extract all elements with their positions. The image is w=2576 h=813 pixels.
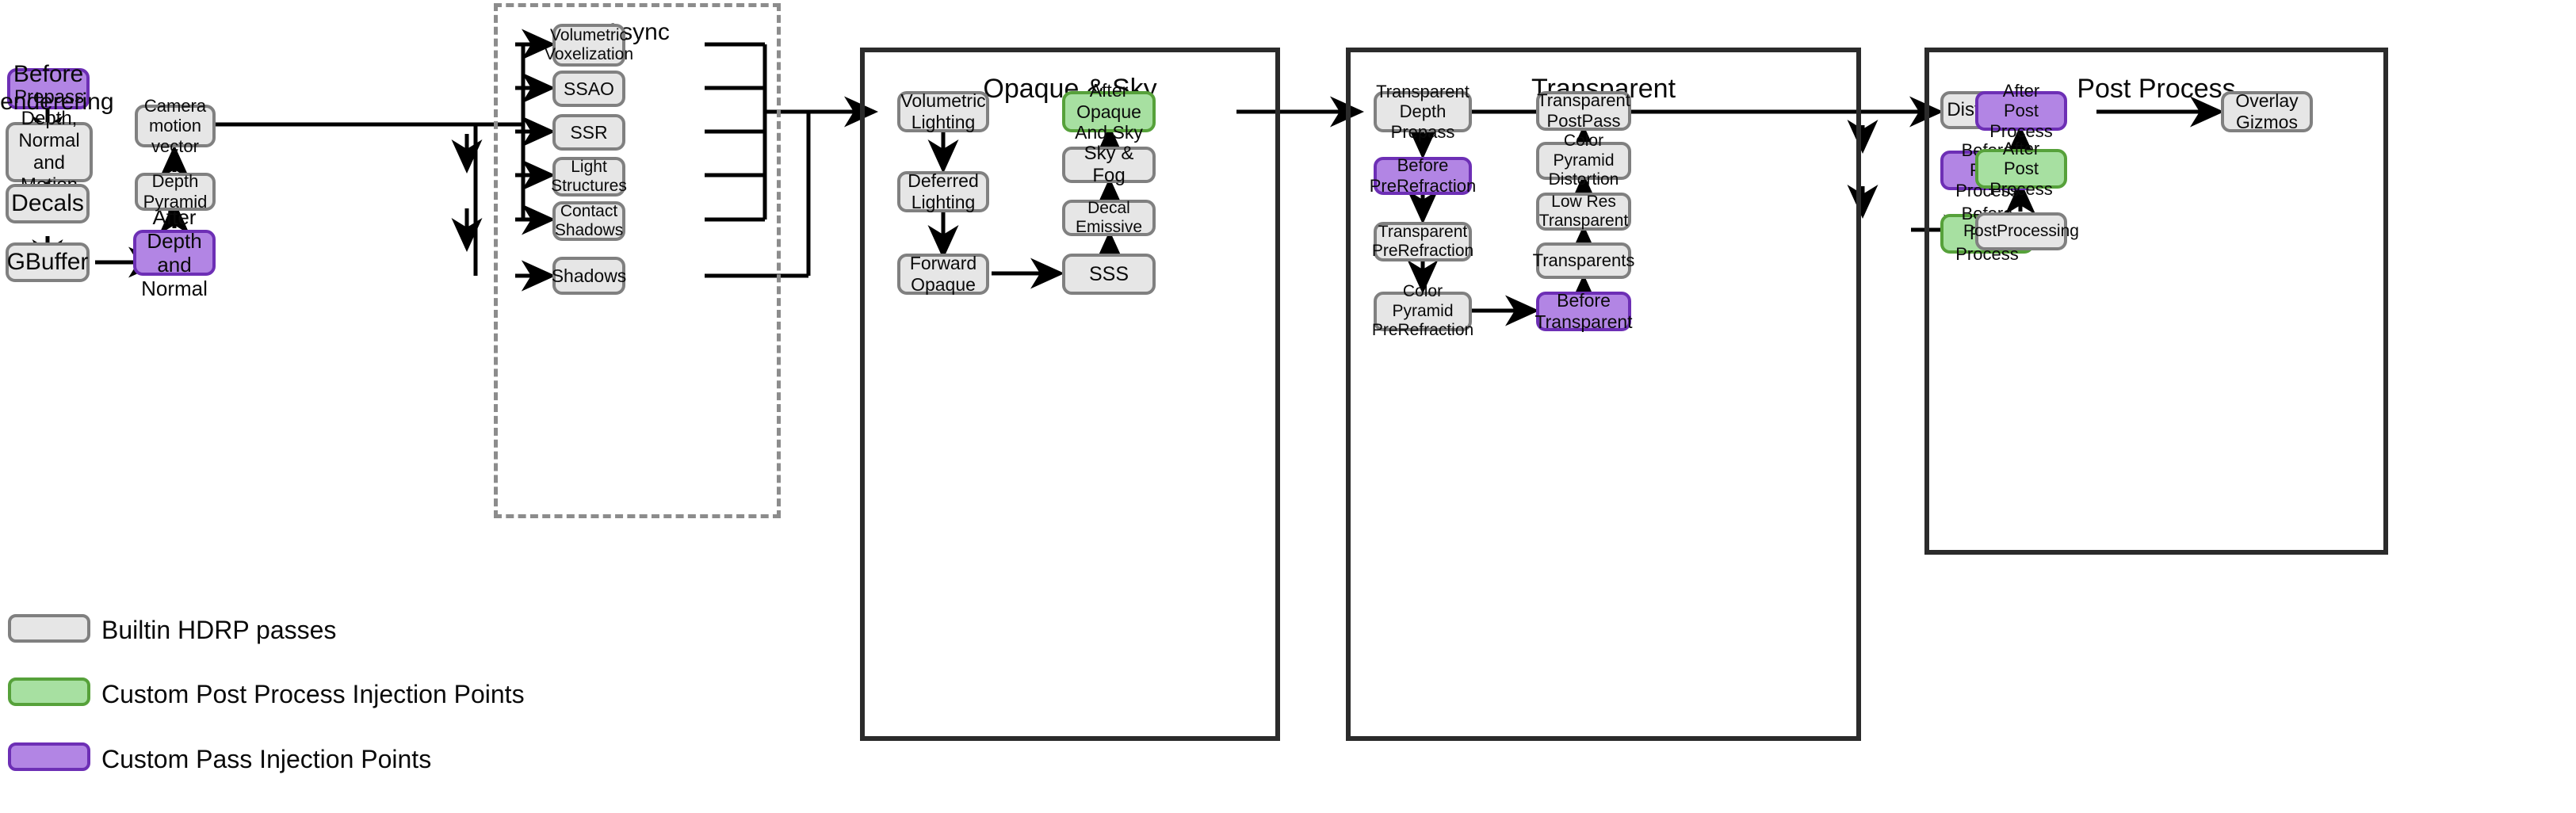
node-contact-shadows[interactable]: Contact Shadows	[552, 201, 625, 241]
node-transparent-prerefraction[interactable]: Transparent PreRefraction	[1371, 222, 1474, 261]
node-before-prerefraction[interactable]: Before PreRefraction	[1369, 155, 1477, 196]
node-prepass[interactable]: Prepass Depth, Normal and Motion Vector	[6, 86, 93, 218]
group-async-title: Async	[605, 19, 670, 45]
node-volumetric-voxelization[interactable]: Volumetric Voxelization	[545, 24, 633, 67]
node-sky-and-fog[interactable]: Sky & Fog	[1062, 143, 1156, 186]
group-post-process	[1924, 48, 2388, 555]
legend-label-builtin: Builtin HDRP passes	[101, 616, 337, 644]
node-overlay-gizmos[interactable]: Overlay Gizmos	[2221, 90, 2313, 132]
node-forward-opaque[interactable]: Forward Opaque	[897, 253, 989, 295]
node-ssr[interactable]: SSR	[552, 114, 625, 151]
node-after-post-process-custom-pass[interactable]: After Post Process	[1975, 81, 2067, 141]
node-transparents[interactable]: Transparents	[1533, 242, 1634, 279]
node-decal-emissive[interactable]: Decal Emissive	[1062, 199, 1156, 236]
node-shadows[interactable]: Shadows	[552, 257, 626, 295]
legend-label-custom-pass: Custom Pass Injection Points	[101, 745, 432, 773]
node-depth-pyramid[interactable]: Depth Pyramid	[135, 171, 216, 212]
group-opaque-sky	[860, 48, 1280, 741]
node-after-opaque-and-sky[interactable]: After Opaque And Sky	[1062, 80, 1156, 143]
legend-swatch-custom-post-process	[8, 678, 90, 706]
node-transparent-postpass[interactable]: Transparent PostPass	[1536, 90, 1631, 131]
legend-label-custom-post-process: Custom Post Process Injection Points	[101, 680, 525, 708]
node-after-depth-and-normal[interactable]: After Depth and Normal	[133, 205, 216, 300]
legend-swatch-custom-pass	[8, 742, 90, 771]
node-gbuffer[interactable]: GBuffer	[6, 242, 90, 282]
group-transparent	[1346, 48, 1861, 741]
node-color-pyramid-distortion[interactable]: Color Pyramid Distortion	[1536, 132, 1631, 189]
node-color-pyramid-prerefraction[interactable]: Color Pyramid PreRefraction	[1371, 282, 1474, 340]
node-light-structures[interactable]: Light Structures	[551, 157, 627, 197]
node-sss[interactable]: SSS	[1062, 254, 1156, 295]
group-async	[494, 3, 781, 518]
node-camera-motion-vector[interactable]: Camera motion vector	[135, 96, 216, 156]
node-transparent-depth-prepass[interactable]: Transparent Depth Prepass	[1374, 82, 1472, 142]
node-postprocessing[interactable]: PostProcessing	[1963, 212, 2079, 250]
node-before-transparent[interactable]: Before Transparent	[1535, 290, 1633, 332]
node-low-res-transparent[interactable]: Low Res Transparent	[1536, 193, 1631, 231]
legend-swatch-builtin	[8, 614, 90, 643]
node-volumetric-lighting[interactable]: Volumetric Lighting	[897, 90, 989, 132]
node-ssao[interactable]: SSAO	[552, 71, 625, 107]
node-decals[interactable]: Decals	[6, 184, 90, 223]
node-after-post-process-custom-post[interactable]: After Post Process	[1975, 139, 2067, 199]
node-deferred-lighting[interactable]: Deferred Lighting	[897, 170, 989, 212]
